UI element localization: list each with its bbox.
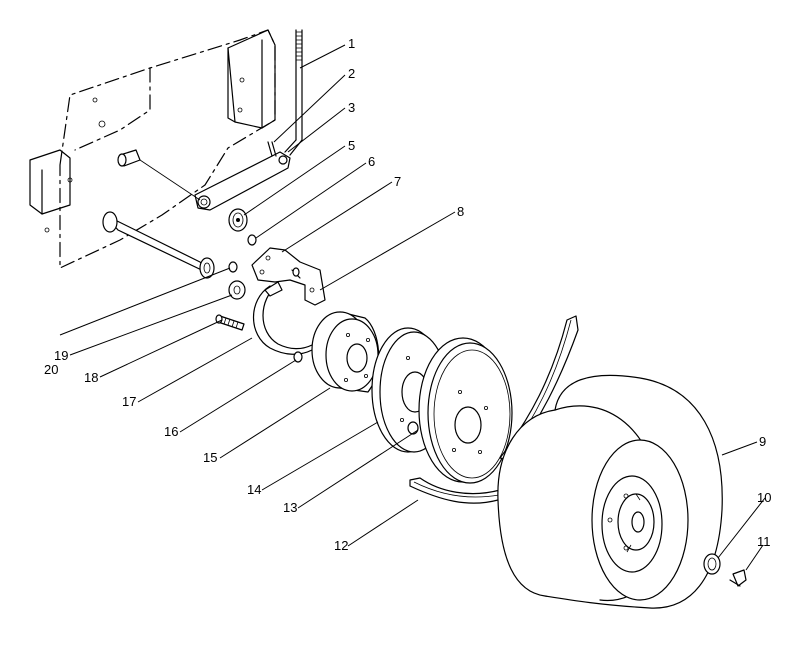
callout-8: 8 — [457, 204, 464, 219]
callout-19: 19 — [54, 348, 68, 363]
brake-rod — [284, 29, 303, 156]
callout-7: 7 — [394, 174, 401, 189]
callout-15: 15 — [203, 450, 217, 465]
callout-14: 14 — [247, 482, 261, 497]
callout-labels: 1 2 3 5 6 7 8 9 10 11 12 13 14 15 16 17 … — [44, 36, 771, 553]
washer-10 — [703, 553, 721, 575]
frame-plate — [29, 29, 276, 269]
retaining-clip-11 — [729, 569, 747, 587]
nut-16 — [293, 351, 303, 363]
callout-5: 5 — [348, 138, 355, 153]
callout-17: 17 — [122, 394, 136, 409]
brake-lever-arm — [194, 151, 291, 211]
retaining-ring — [247, 234, 257, 246]
washer-19 — [228, 280, 246, 300]
spacer-13 — [407, 421, 419, 435]
bolt-18 — [215, 314, 245, 331]
wheel-tire — [497, 374, 723, 609]
axle-shaft — [102, 211, 215, 279]
bearing — [228, 208, 248, 232]
callout-12: 12 — [334, 538, 348, 553]
callout-20: 20 — [44, 362, 58, 377]
callout-13: 13 — [283, 500, 297, 515]
callout-16: 16 — [164, 424, 178, 439]
callout-9: 9 — [759, 434, 766, 449]
frame-pin — [117, 149, 201, 201]
brake-band — [252, 281, 313, 355]
callout-11: 11 — [757, 534, 771, 549]
callout-18: 18 — [84, 370, 98, 385]
callout-3: 3 — [348, 100, 355, 115]
brake-bracket — [251, 247, 326, 306]
cotter-pin — [267, 141, 277, 157]
leader-lines — [59, 44, 766, 571]
lock-nut-20 — [228, 261, 238, 273]
pulley — [418, 337, 513, 484]
callout-10: 10 — [757, 490, 771, 505]
callout-2: 2 — [348, 66, 355, 81]
callout-6: 6 — [368, 154, 375, 169]
brake-drum — [311, 311, 380, 393]
callout-1: 1 — [348, 36, 355, 51]
